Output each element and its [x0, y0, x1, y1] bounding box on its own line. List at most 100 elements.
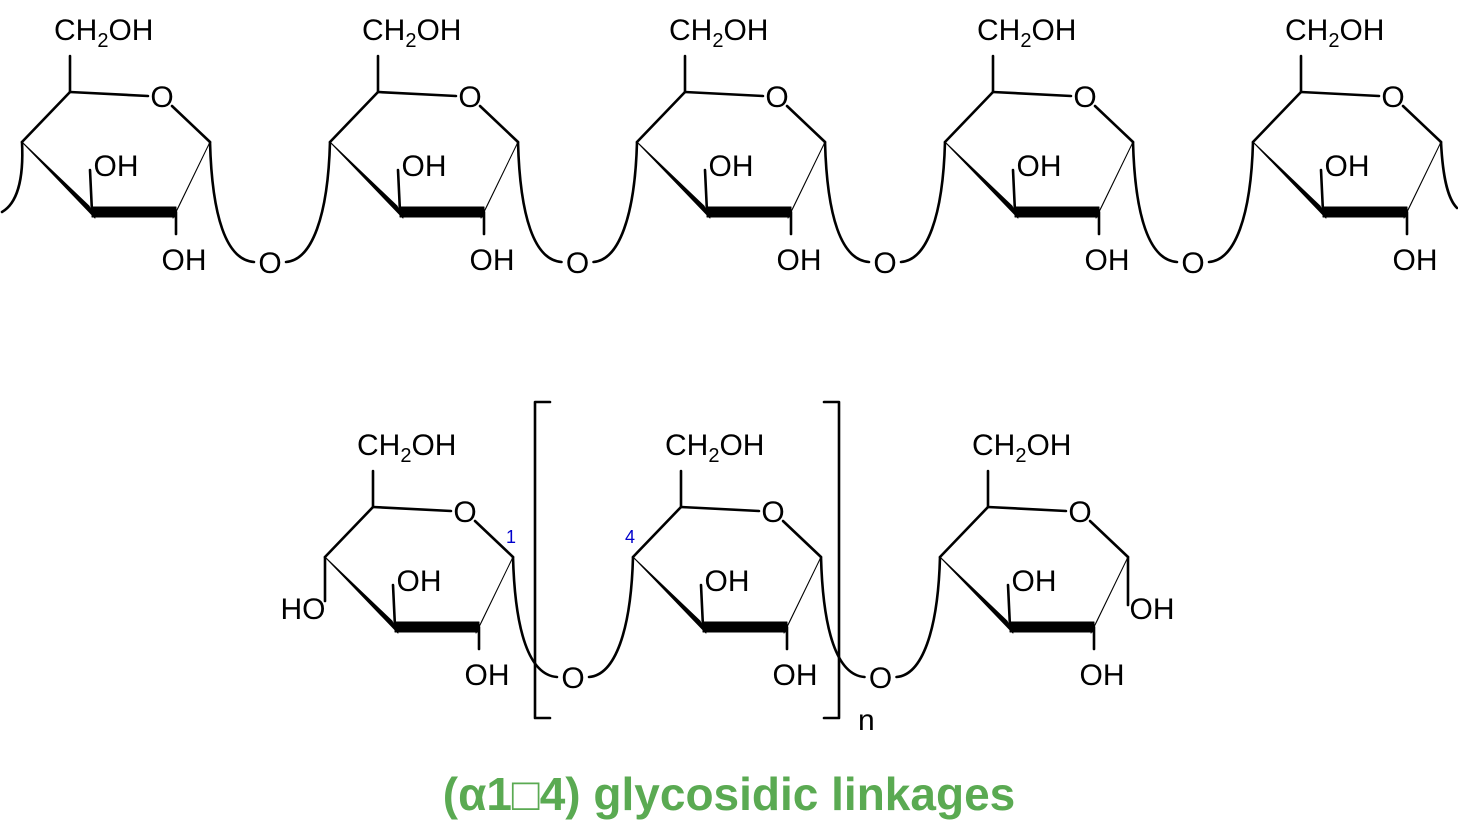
glycosidic-bond — [899, 140, 947, 264]
ring-bond — [781, 519, 823, 559]
ring-wedge-bond — [636, 141, 711, 219]
ring-bond — [785, 104, 827, 144]
ring-bond — [371, 505, 453, 513]
ring-wedge-bond — [787, 141, 826, 219]
bridge-oxygen-label: O — [873, 247, 896, 280]
c2-hydroxyl-label: OH — [162, 244, 207, 277]
c3-hydroxyl-label: OH — [397, 565, 442, 598]
ring-wedge-bond — [939, 556, 1014, 634]
ring-wedge-bond — [1403, 141, 1442, 219]
ring-wedge-bond — [21, 141, 96, 219]
ring-bond — [679, 505, 761, 513]
c3-hydroxyl-label: OH — [402, 150, 447, 183]
glycosidic-bond — [823, 140, 871, 264]
ring-bond — [170, 104, 212, 144]
ring-oxygen-label: O — [1068, 496, 1091, 529]
ring-oxygen-label: O — [765, 81, 788, 114]
glucose-ring: O CH2OH OH OH — [1251, 14, 1443, 277]
ring-bold-bond — [1009, 621, 1095, 633]
ring-bold-bond — [399, 206, 485, 218]
bridge-oxygen-label: O — [1181, 247, 1204, 280]
c3-hydroxyl-bond — [396, 168, 402, 214]
linkage-caption: (α1□4) glycosidic linkages — [442, 768, 1016, 820]
glucose-ring: O CH2OH OH OH — [20, 14, 212, 277]
ring-bond — [20, 90, 72, 144]
c2-hydroxyl-label: OH — [1393, 244, 1438, 277]
c3-hydroxyl-bond — [703, 168, 709, 214]
glycosidic-bond — [592, 140, 639, 264]
glucose-ring: O CH2OH OH OH HO — [281, 429, 515, 692]
ring-wedge-bond — [1090, 556, 1129, 634]
ring-bond — [683, 90, 765, 98]
repeat-count-label: n — [858, 704, 875, 737]
c2-hydroxyl-label: OH — [470, 244, 515, 277]
ring-bond — [635, 90, 687, 144]
ring-bond — [68, 90, 150, 98]
ring-bond — [1093, 104, 1135, 144]
ring-bond — [473, 519, 515, 559]
ring-wedge-bond — [329, 141, 404, 219]
c2-hydroxyl-label: OH — [773, 659, 818, 692]
ring-bold-bond — [1322, 206, 1408, 218]
c3-hydroxyl-label: OH — [705, 565, 750, 598]
ring-bond — [1401, 104, 1443, 144]
c3-hydroxyl-label: OH — [1012, 565, 1057, 598]
glycosidic-bond — [208, 140, 256, 264]
c3-hydroxyl-label: OH — [709, 150, 754, 183]
ring-bond — [1299, 90, 1381, 98]
c3-hydroxyl-bond — [699, 583, 705, 629]
ring-wedge-bond — [632, 556, 707, 634]
c3-hydroxyl-bond — [1319, 168, 1325, 214]
bridge-oxygen-label: O — [566, 247, 589, 280]
c2-hydroxyl-label: OH — [1085, 244, 1130, 277]
ring-wedge-bond — [944, 141, 1019, 219]
c2-hydroxyl-label: OH — [777, 244, 822, 277]
ring-oxygen-label: O — [458, 81, 481, 114]
c4-hydroxyl-label: HO — [281, 593, 326, 626]
ring-oxygen-label: O — [1381, 81, 1404, 114]
bridge-oxygen-label: O — [869, 662, 892, 695]
ring-bond — [991, 90, 1073, 98]
ring-bold-bond — [702, 621, 788, 633]
ring-wedge-bond — [324, 556, 399, 634]
glycosidic-bond — [1131, 140, 1179, 264]
ring-bond — [1251, 90, 1303, 144]
top-amylose-chain: O CH2OH OH OH O CH2OH OH OH O CH2OH OH OH O CH2OH OH OH… — [0, 14, 1458, 280]
ring-wedge-bond — [172, 141, 211, 219]
c3-hydroxyl-bond — [1011, 168, 1017, 214]
ring-oxygen-label: O — [761, 496, 784, 529]
ring-oxygen-label: O — [150, 81, 173, 114]
bridge-oxygen-label: O — [561, 662, 584, 695]
glycosidic-bond — [516, 140, 563, 264]
ring-wedge-bond — [475, 556, 514, 634]
ring-bold-bond — [91, 206, 177, 218]
ch2oh-label: CH2OH — [669, 14, 768, 52]
glucose-ring: O CH2OH OH OH — [631, 429, 823, 692]
ch2oh-label: CH2OH — [665, 429, 764, 467]
ring-bond — [631, 505, 683, 559]
ring-bond — [376, 90, 458, 98]
glycosidic-bond — [284, 140, 332, 264]
alpha-1-4-linkage — [587, 555, 635, 679]
ch2oh-label: CH2OH — [1285, 14, 1384, 52]
c2-hydroxyl-label: OH — [465, 659, 510, 692]
glycosidic-bond — [1207, 140, 1255, 264]
glycosidic-bond — [895, 555, 942, 679]
repeat-bracket-left — [533, 400, 552, 720]
ch2oh-label: CH2OH — [357, 429, 456, 467]
c3-hydroxyl-label: OH — [94, 150, 139, 183]
ring-bond — [323, 505, 375, 559]
ch2oh-label: CH2OH — [54, 14, 153, 52]
chain-end-bond — [1439, 140, 1458, 210]
ring-oxygen-label: O — [453, 496, 476, 529]
ring-bold-bond — [1014, 206, 1100, 218]
c3-hydroxyl-label: OH — [1325, 150, 1370, 183]
glucose-ring: O CH2OH OH OH — [635, 14, 827, 277]
ring-bond — [478, 104, 520, 144]
ring-bond — [1088, 519, 1130, 559]
ring-bond — [943, 90, 995, 144]
ch2oh-label: CH2OH — [362, 14, 461, 52]
